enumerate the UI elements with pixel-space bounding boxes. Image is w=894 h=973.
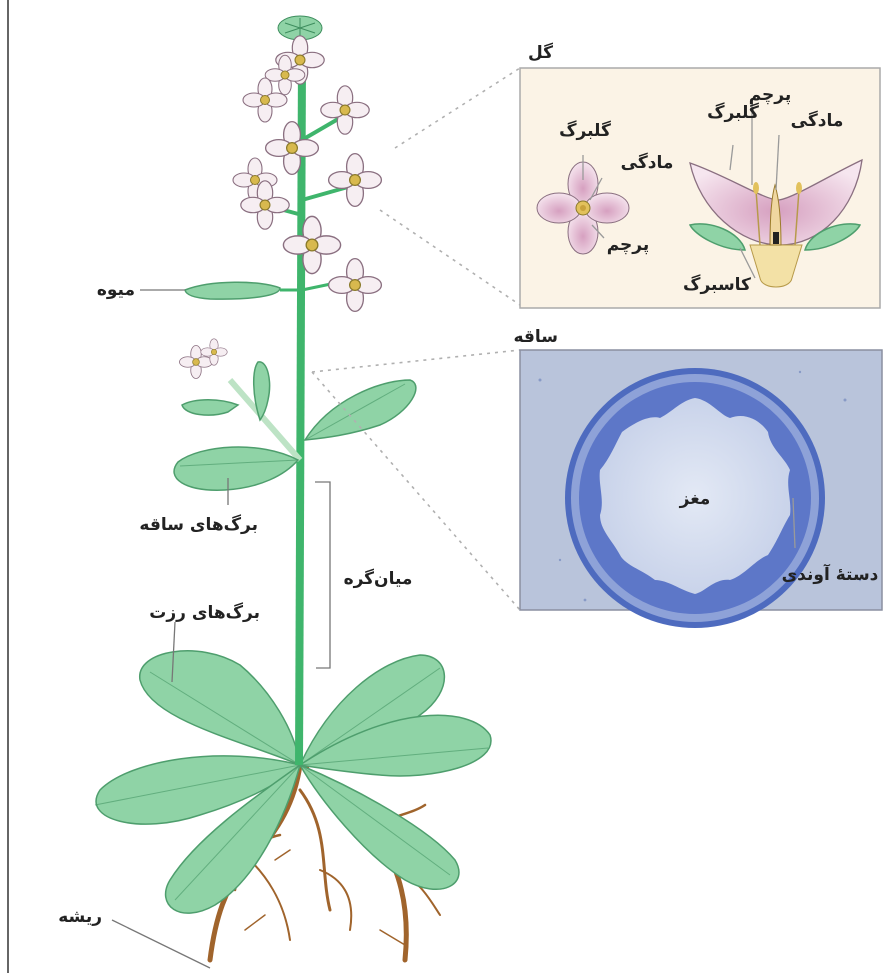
label-pith: مغز <box>679 489 711 509</box>
label-vascular-bundle: دستهٔ آوندی <box>782 563 879 585</box>
rosette-leaves <box>95 651 491 913</box>
label-petal-right: گلبرگ <box>707 102 759 123</box>
label-stamen-left: پرچم <box>607 235 650 255</box>
flower-cluster <box>233 16 381 311</box>
label-internode: میان‌گره <box>344 568 413 589</box>
label-petal-left: گلبرگ <box>559 120 611 141</box>
stem-leaves <box>174 339 416 490</box>
flower-detail-panel <box>520 68 880 308</box>
callout-lines <box>312 68 520 610</box>
fruit <box>185 282 300 299</box>
label-fruit: میوه <box>97 280 135 300</box>
label-rosette-leaves: برگ‌های رزت <box>149 603 260 623</box>
label-stem-leaves: برگ‌های ساقه <box>139 515 258 535</box>
label-stamen-right: پرچم <box>749 85 792 105</box>
label-root: ریشه <box>58 907 102 927</box>
label-pistil-left: مادگی <box>621 152 674 173</box>
label-pistil-right: مادگی <box>791 110 844 131</box>
label-flower: گل <box>528 42 553 63</box>
label-sepal: کاسبرگ <box>683 275 751 295</box>
label-stem: ساقه <box>513 327 558 347</box>
